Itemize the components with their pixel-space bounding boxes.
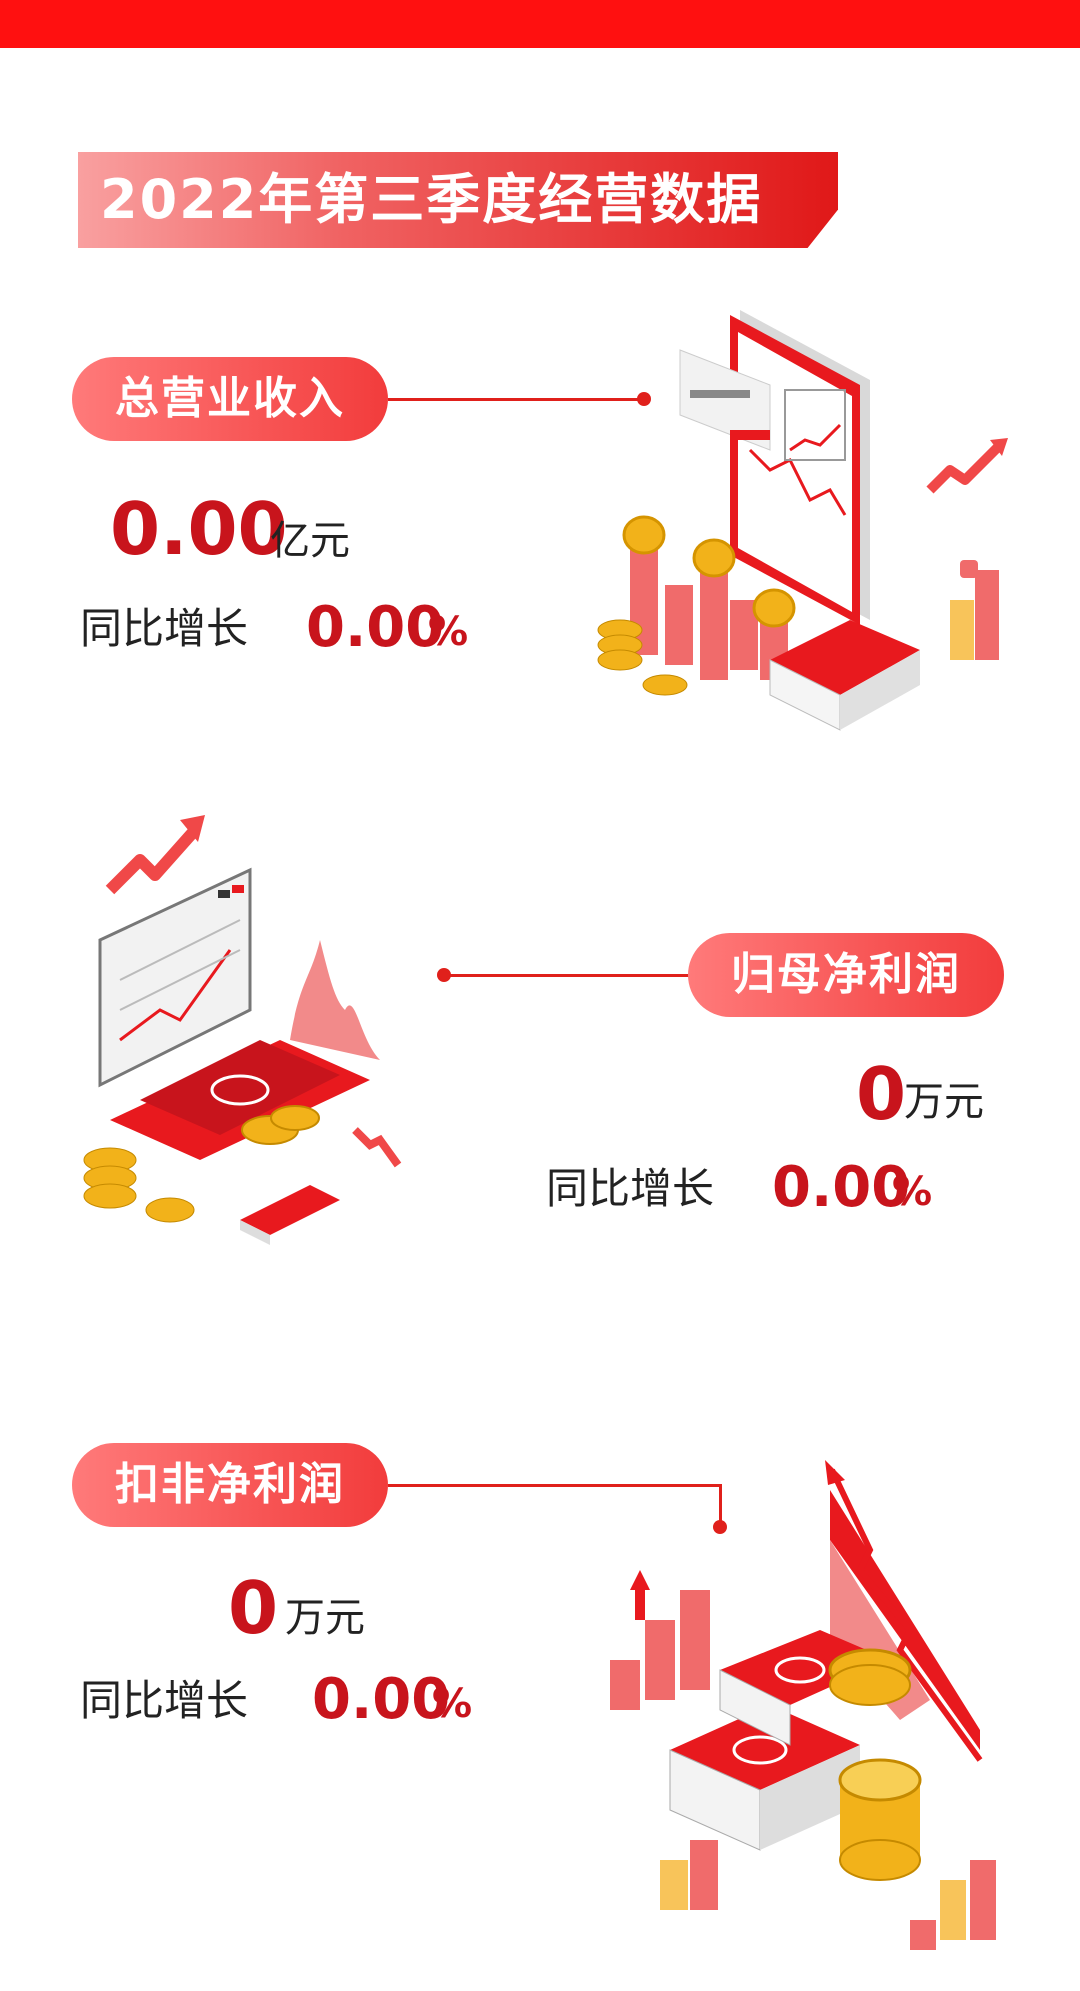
revenue-value: 0.00 <box>110 487 288 571</box>
net-profit-unit: 万元 <box>904 1079 984 1125</box>
deducted-profit-illustration <box>610 1460 996 1950</box>
revenue-label-pill: 总营业收入 <box>72 357 388 441</box>
net-profit-illustration <box>83 815 402 1245</box>
deducted-profit-yoy-label: 同比增长 <box>80 1676 249 1725</box>
net-profit-connector <box>444 974 690 977</box>
net-profit-label: 归母净利润 <box>731 949 961 1000</box>
net-profit-yoy-label: 同比增长 <box>546 1164 715 1213</box>
revenue-connector-dot <box>637 392 651 406</box>
revenue-unit: 亿元 <box>270 518 350 564</box>
deducted-profit-yoy-value: 0.00 <box>312 1667 451 1732</box>
revenue-label: 总营业收入 <box>115 373 345 424</box>
revenue-yoy-label: 同比增长 <box>80 604 249 653</box>
deducted-profit-connector <box>388 1484 722 1487</box>
deducted-profit-yoy-percent: % <box>432 1681 473 1727</box>
deducted-profit-connector-drop <box>719 1484 722 1524</box>
page-title: 2022年第三季度经营数据 <box>100 168 763 231</box>
title-banner <box>78 152 838 248</box>
net-profit-yoy-value: 0.00 <box>772 1155 911 1220</box>
deducted-profit-connector-dot <box>713 1520 727 1534</box>
deducted-profit-value: 0 <box>228 1566 279 1650</box>
net-profit-label-pill: 归母净利润 <box>688 933 1004 1017</box>
deducted-profit-label: 扣非净利润 <box>115 1459 345 1510</box>
top-bar <box>0 0 1080 48</box>
revenue-yoy-value: 0.00 <box>306 595 445 660</box>
revenue-illustration <box>597 310 1008 731</box>
deducted-profit-unit: 万元 <box>285 1595 365 1641</box>
net-profit-value: 0 <box>856 1052 907 1136</box>
deducted-profit-label-pill: 扣非净利润 <box>72 1443 388 1527</box>
net-profit-yoy-percent: % <box>892 1169 933 1215</box>
revenue-connector <box>388 398 644 401</box>
revenue-yoy-percent: % <box>428 609 469 655</box>
